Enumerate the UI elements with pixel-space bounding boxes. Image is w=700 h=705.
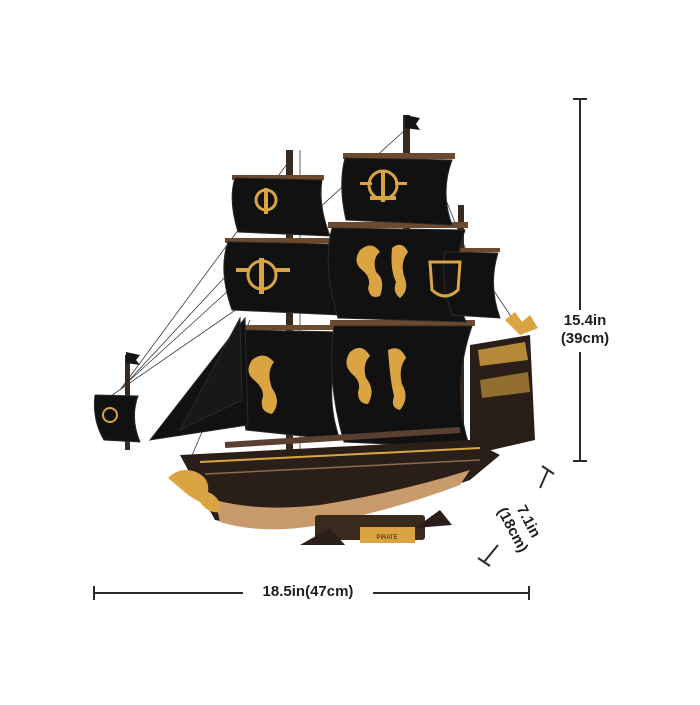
hull — [168, 427, 500, 530]
sails — [93, 157, 501, 449]
sail-emblems — [102, 169, 462, 423]
height-dimension-line — [579, 98, 581, 310]
yards — [225, 153, 500, 330]
height-label: 15.4in (39cm) — [545, 312, 625, 348]
height-top-tick — [573, 98, 587, 100]
width-label: 18.5in(47cm) — [243, 583, 373, 601]
stern-castle — [470, 312, 538, 455]
flags — [126, 115, 420, 365]
height-inches: 15.4in — [563, 312, 607, 329]
nameplate-text: PIRATE — [376, 535, 397, 541]
width-left-tick — [93, 586, 95, 600]
height-cm: (39cm) — [560, 330, 610, 347]
height-dimension-line-lower — [579, 352, 581, 462]
height-bottom-tick — [573, 460, 587, 462]
width-right-tick — [528, 586, 530, 600]
display-stand — [300, 510, 452, 545]
